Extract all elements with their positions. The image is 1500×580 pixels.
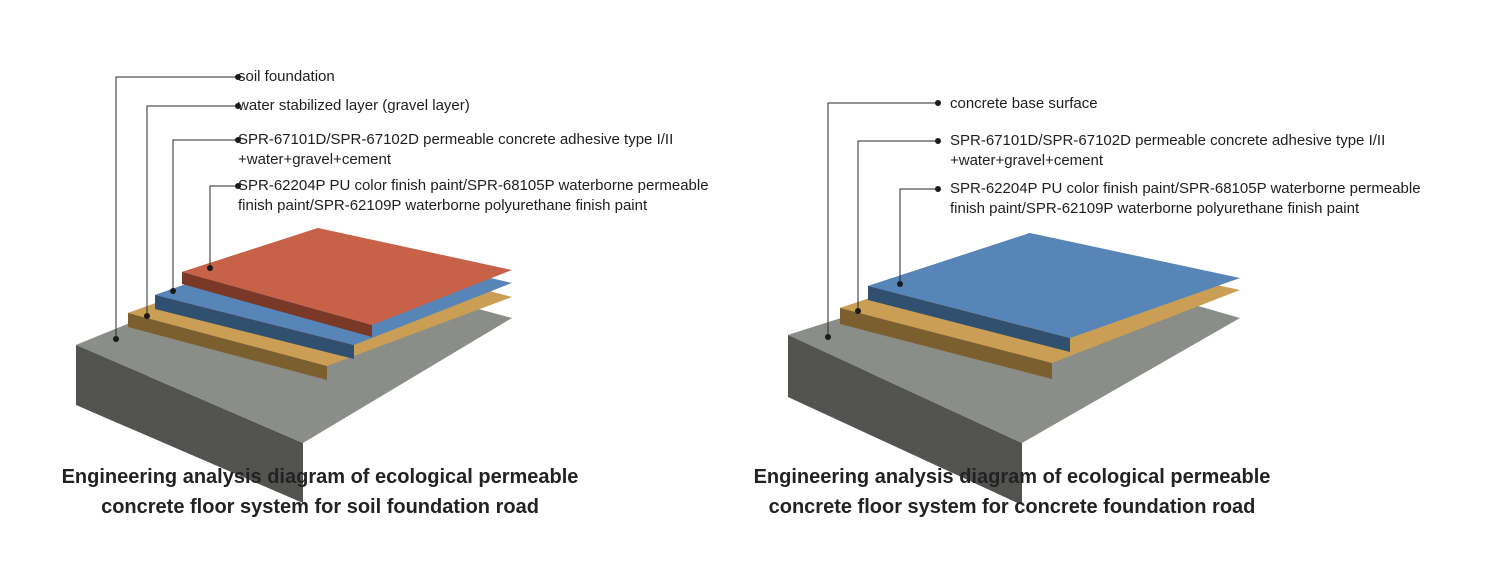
- leader-finish-paint-label-dot: [235, 183, 241, 189]
- leader-gravel-layer-anchor-dot: [144, 313, 150, 319]
- leader-concrete-base-label-dot: [935, 100, 941, 106]
- caption-soil-foundation: Engineering analysis diagram of ecologic…: [61, 466, 579, 518]
- leader-adhesive-layer-anchor-dot: [170, 288, 176, 294]
- label-finish-paint: SPR-62204P PU color finish paint/SPR-681…: [950, 180, 1421, 217]
- leader-finish-paint-anchor-dot: [897, 281, 903, 287]
- diagram-concrete-foundation: [788, 100, 1240, 505]
- label-adhesive-layer: SPR-67101D/SPR-67102D permeable concrete…: [950, 132, 1386, 169]
- leader-adhesive-layer-anchor-dot: [855, 308, 861, 314]
- soil-foundation-layer-front-face: [76, 345, 303, 503]
- leader-adhesive-layer: [857, 140, 938, 311]
- leader-adhesive-layer-label-dot: [235, 137, 241, 143]
- label-gravel-layer: water stabilized layer (gravel layer): [238, 97, 470, 114]
- leader-concrete-base-anchor-dot: [825, 334, 831, 340]
- label-concrete-base: concrete base surface: [950, 95, 1098, 112]
- leader-gravel-layer-label-dot: [235, 103, 241, 109]
- label-soil-foundation: soil foundation: [238, 68, 335, 85]
- finish-paint-layer-front-face: [182, 272, 372, 337]
- leader-adhesive-layer-label-dot: [935, 138, 941, 144]
- leader-finish-paint: [209, 185, 238, 268]
- finish-paint-layer-top-face: [182, 228, 512, 325]
- finish-paint-layer-front-face: [868, 286, 1070, 352]
- leader-finish-paint: [899, 188, 938, 284]
- caption-concrete-foundation: Engineering analysis diagram of ecologic…: [753, 466, 1271, 518]
- leader-soil-foundation-anchor-dot: [113, 336, 119, 342]
- leader-soil-foundation: [115, 76, 238, 339]
- diagram-soil-foundation: [76, 74, 512, 503]
- concrete-base-layer-front-face: [788, 335, 1022, 505]
- leader-concrete-base: [827, 102, 938, 337]
- leader-gravel-layer: [146, 105, 238, 316]
- leader-finish-paint-anchor-dot: [207, 265, 213, 271]
- label-adhesive-layer: SPR-67101D/SPR-67102D permeable concrete…: [238, 131, 674, 168]
- leader-soil-foundation-label-dot: [235, 74, 241, 80]
- adhesive-layer-front-face: [155, 295, 354, 359]
- label-finish-paint: SPR-62204P PU color finish paint/SPR-681…: [238, 177, 709, 214]
- adhesive-layer-front-face: [840, 308, 1052, 379]
- gravel-layer-front-face: [128, 313, 327, 380]
- leader-finish-paint-label-dot: [935, 186, 941, 192]
- leader-adhesive-layer: [172, 139, 238, 291]
- finish-paint-layer-top-face: [868, 233, 1240, 338]
